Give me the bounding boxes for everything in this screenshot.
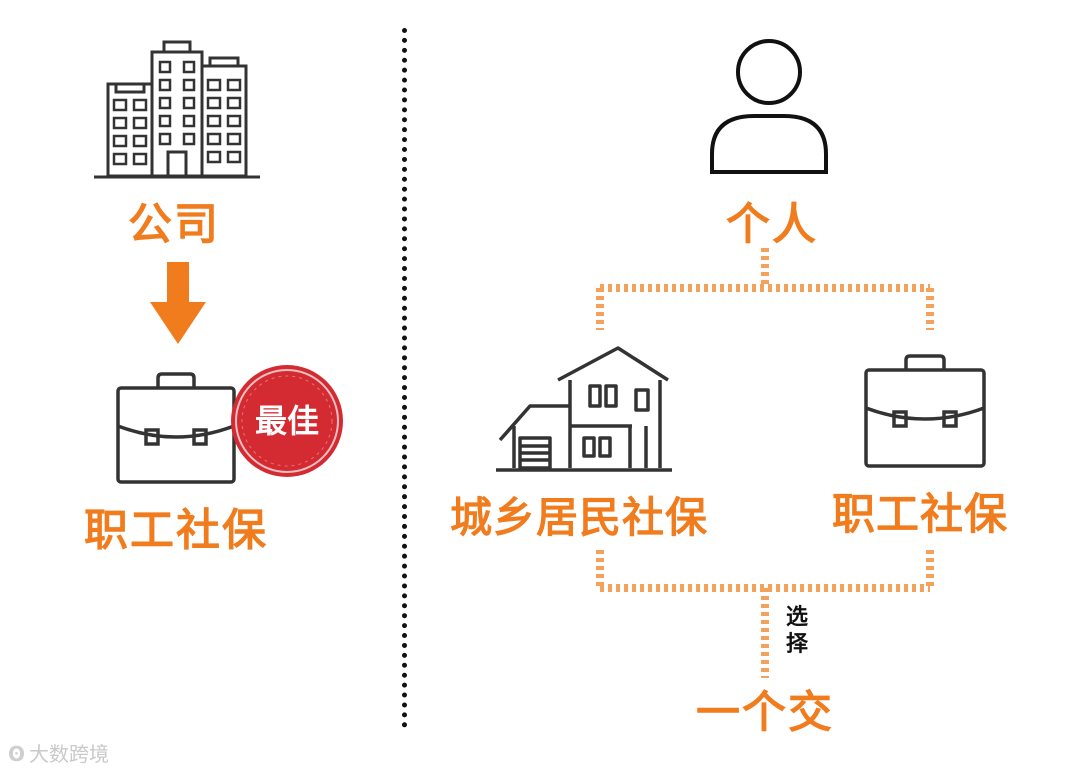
person-label: 个人 — [726, 199, 818, 250]
watermark-text: 大数跨境 — [29, 742, 110, 766]
insurance-label-right: 职工社保 — [832, 490, 1008, 540]
divider — [402, 28, 407, 728]
insurance-label-left: 职工社保 — [84, 505, 268, 556]
badge-text: 最佳 — [255, 402, 319, 440]
rural-insurance-label: 城乡居民社保 — [450, 493, 709, 542]
company-label: 公司 — [128, 199, 220, 250]
connector-bottom — [596, 550, 934, 678]
briefcase-icon — [116, 372, 236, 484]
connector-top — [596, 248, 934, 330]
house-icon — [496, 346, 672, 472]
watermark-logo-icon: ʘ — [8, 742, 26, 766]
choice-label: 选 择 — [785, 605, 808, 657]
result-label: 一个交 — [696, 687, 834, 738]
building-icon — [94, 40, 260, 179]
person-icon — [710, 39, 828, 174]
briefcase-icon-right — [864, 354, 986, 468]
stamp-badge: 最佳 — [231, 365, 343, 477]
down-arrow-icon — [150, 262, 206, 344]
